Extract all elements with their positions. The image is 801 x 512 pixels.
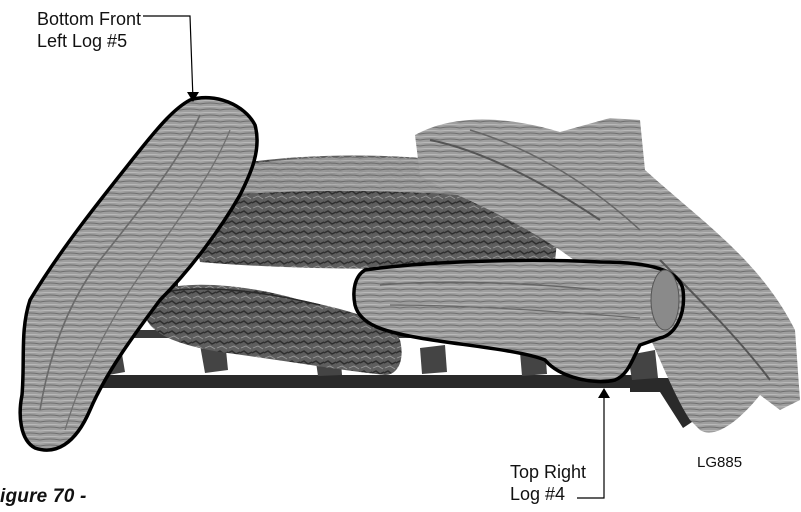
bottom-front-left-log-5: [20, 98, 257, 450]
model-code: LG885: [697, 454, 742, 472]
callout-log5-line2: Left Log #5: [37, 30, 141, 52]
callout-log4-line1: Top Right: [510, 461, 586, 483]
figure-caption: igure 70 -: [0, 485, 86, 509]
callout-log4-line2: Log #4: [510, 483, 586, 505]
callout-log5-line1: Bottom Front: [37, 8, 141, 30]
callout-log5-label: Bottom Front Left Log #5: [37, 8, 141, 52]
callout-log4-label: Top Right Log #4: [510, 461, 586, 505]
leader-line-log5: [143, 16, 199, 102]
